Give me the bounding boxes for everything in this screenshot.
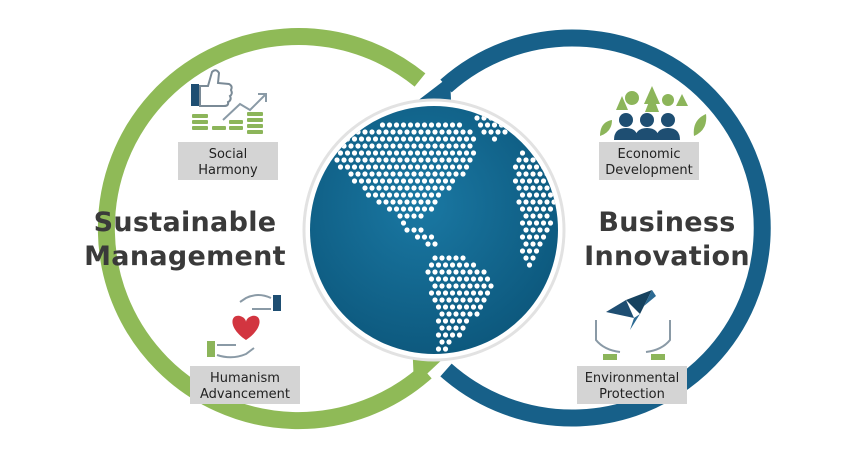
sustainable-title-line1: Sustainable: [94, 207, 277, 238]
sustainable-title-line2: Management: [84, 241, 286, 272]
economic-development-label: Economic Development: [599, 142, 699, 180]
hands-origami-bird-icon: [595, 290, 671, 360]
thumbs-up-growth-icon: [191, 69, 267, 134]
environmental-line2: Protection: [599, 387, 665, 402]
economic-line1: Economic: [618, 147, 681, 162]
business-title-line2: Innovation: [584, 241, 750, 272]
economic-line2: Development: [605, 163, 693, 178]
environmental-protection-label: Environmental Protection: [577, 366, 687, 404]
people-trees-icon: [600, 86, 707, 140]
hands-heart-icon: [207, 294, 281, 359]
social-harmony-label: Social Harmony: [178, 142, 278, 180]
humanism-line1: Humanism: [210, 371, 280, 386]
business-title-line1: Business: [598, 207, 735, 238]
globe-americas-icon: [302, 98, 566, 362]
social-harmony-line2: Harmony: [198, 163, 258, 178]
humanism-line2: Advancement: [200, 387, 290, 402]
social-harmony-line1: Social: [209, 147, 248, 162]
humanism-advancement-label: Humanism Advancement: [190, 366, 300, 404]
environmental-line1: Environmental: [585, 371, 680, 386]
